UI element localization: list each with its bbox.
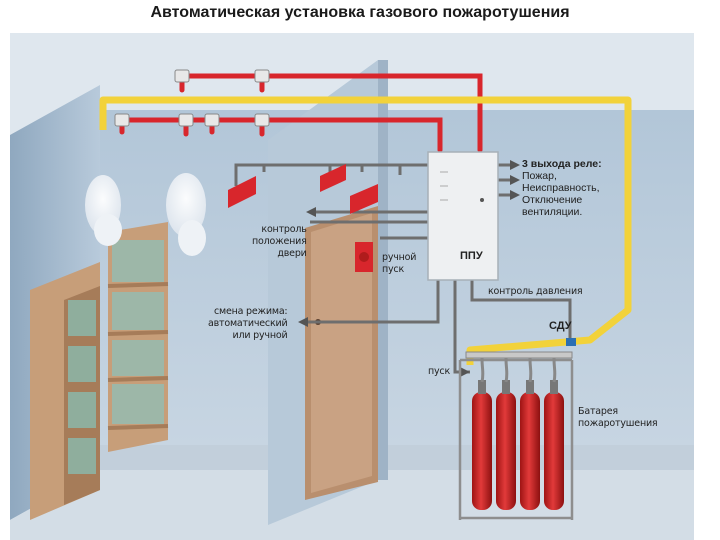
manifold-pipe: [465, 351, 573, 359]
battery-label: Батарея пожаротушения: [578, 406, 658, 430]
shelf-left: [30, 262, 100, 520]
cylinder-rack: [458, 358, 574, 520]
mode-change-line-3: или ручной: [232, 330, 288, 341]
sdu-pressure-switch-icon: [566, 338, 576, 346]
relay-line-5: вентиляции.: [522, 206, 583, 218]
control-panel-ppu: [427, 151, 499, 281]
page-title: Автоматическая установка газового пожаро…: [150, 4, 570, 21]
sdu-label: СДУ: [549, 320, 572, 332]
gas-cylinder: [496, 357, 516, 510]
warning-sign-icon: [228, 164, 378, 214]
relay-line-2: Пожар,: [522, 170, 557, 182]
relay-line-1: 3 выхода реле:: [522, 158, 602, 170]
shelf-right: [107, 222, 169, 452]
manual-start-line-2: пуск: [382, 264, 404, 275]
pressure-control-label: контроль давления: [488, 286, 583, 297]
mode-change-line-1: смена режима:: [213, 306, 288, 317]
back-wall: [100, 110, 694, 445]
battery-line-2: пожаротушения: [578, 418, 658, 429]
battery-line-1: Батарея: [578, 406, 618, 417]
start-label: пуск: [428, 366, 450, 377]
door: [305, 206, 378, 500]
gas-cylinder: [520, 357, 540, 510]
relay-line-4: Отключение: [522, 194, 583, 206]
arrow-icon: [298, 160, 520, 377]
gas-cylinder: [544, 357, 564, 510]
yellow-pipe: [99, 96, 632, 365]
manual-start-label: ручной пуск: [382, 252, 416, 276]
door-control-label: контроль положения двери: [252, 224, 307, 260]
relay-line-3: Неисправность,: [522, 182, 600, 194]
gas-cylinder: [472, 357, 492, 510]
door-control-line-2: положения: [252, 236, 307, 247]
manual-start-line-1: ручной: [382, 252, 417, 263]
relay-outputs-label: 3 выхода реле: Пожар, Неисправность, Отк…: [522, 158, 602, 218]
door-control-line-1: контроль: [261, 224, 307, 235]
nozzle-icon: [114, 69, 270, 127]
gas-cloud-icon: [85, 173, 206, 256]
floor-edge: [100, 445, 694, 470]
mode-change-line-2: автоматический: [208, 318, 288, 329]
door-control-line-3: двери: [277, 248, 307, 259]
mode-change-label: смена режима: автоматический или ручной: [208, 306, 288, 342]
ppu-label: ППУ: [460, 250, 483, 262]
manual-start-button-icon: [355, 242, 373, 272]
fire-extinguishing-cylinders: [472, 357, 564, 510]
